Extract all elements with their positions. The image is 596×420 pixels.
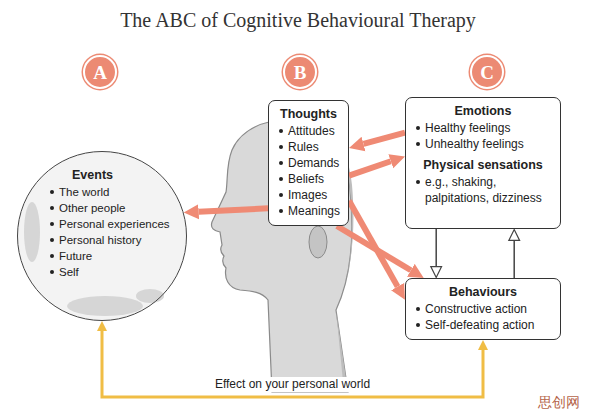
list-item: Beliefs <box>277 171 340 187</box>
node-heading: Physical sensations <box>414 156 552 174</box>
edge-label: Effect on your personal world <box>212 377 373 392</box>
salmon-arrow <box>337 226 411 270</box>
events-globe: EventsThe worldOther peoplePersonal expe… <box>17 151 187 321</box>
globe-fill <box>18 152 186 320</box>
list-item: Personal experiences <box>48 216 186 232</box>
yellow-arrow <box>102 331 483 397</box>
node-heading: Thoughts <box>277 105 340 123</box>
emotions-box: EmotionsHealthy feelingsUnhealthy feelin… <box>405 97 561 229</box>
node-heading: Emotions <box>414 102 552 120</box>
list-item: e.g., shaking, palpitations, dizziness <box>414 174 552 206</box>
list-item: Unhealthy feelings <box>414 136 552 152</box>
diagram-title: The ABC of Cognitive Behavioural Therapy <box>0 9 596 32</box>
list-item: Attitudes <box>277 123 340 139</box>
hollow-arrow <box>435 229 437 266</box>
step-letter: B <box>283 55 317 89</box>
list-item: Personal history <box>48 232 186 248</box>
step-letter: C <box>470 55 504 89</box>
salmon-arrow <box>364 133 405 144</box>
continent <box>136 289 164 303</box>
continent <box>67 296 143 316</box>
list-item: Future <box>48 248 186 264</box>
salmon-arrow <box>199 208 268 211</box>
hollow-arrow <box>513 241 515 278</box>
node-heading: A <box>93 63 107 82</box>
salmon-arrow <box>349 161 391 175</box>
list-item: Constructive action <box>414 301 552 317</box>
node-heading: Behaviours <box>414 283 552 301</box>
continent <box>24 202 40 262</box>
node-heading: C <box>480 63 494 82</box>
watermark: 思创网 <box>538 394 580 412</box>
list-item: Self-defeating action <box>414 317 552 333</box>
list-item: Meanings <box>277 203 340 219</box>
list-item: Images <box>277 187 340 203</box>
step-letter: A <box>83 55 117 89</box>
node-heading: Events <box>48 166 186 184</box>
salmon-arrow <box>349 201 398 287</box>
ear <box>309 226 327 258</box>
behaviours-box: BehavioursConstructive actionSelf-defeat… <box>405 278 561 340</box>
list-item: Self <box>48 264 186 280</box>
list-item: Healthy feelings <box>414 120 552 136</box>
list-item: Rules <box>277 139 340 155</box>
list-item: The world <box>48 184 186 200</box>
node-heading: B <box>294 63 307 82</box>
list-item: Demands <box>277 155 340 171</box>
thoughts-box: ThoughtsAttitudesRulesDemandsBeliefsImag… <box>268 100 349 226</box>
list-item: Other people <box>48 200 186 216</box>
